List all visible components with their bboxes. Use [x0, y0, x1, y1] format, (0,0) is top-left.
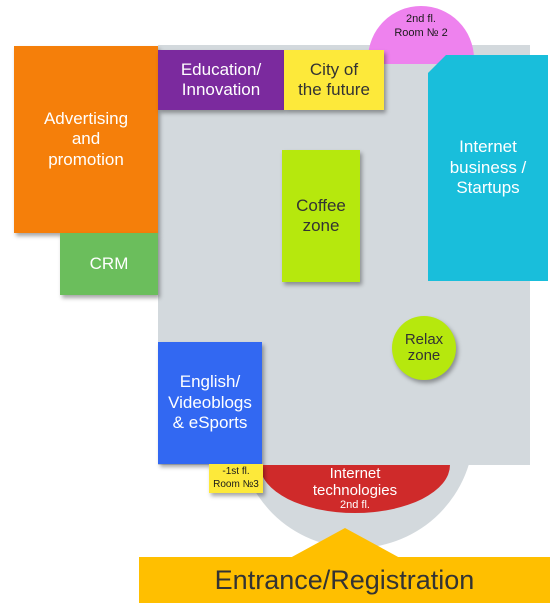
zone-label-line: Innovation: [181, 80, 261, 99]
zone-label-line: and: [71, 129, 101, 149]
zone-city-of-the-future[interactable]: City of the future: [284, 50, 384, 110]
zone-label-line: Videoblogs: [168, 392, 252, 412]
zone-label-line: Internet: [329, 465, 381, 482]
zone-label-line: & eSports: [172, 413, 248, 433]
room-2-number-label: Room № 2: [394, 26, 448, 39]
zone-label-line: the future: [298, 80, 370, 99]
room-3-basement[interactable]: -1st fl. Room №3: [209, 464, 263, 493]
zone-label-line: Education/: [180, 59, 262, 79]
entrance-label: Entrance/Registration: [214, 564, 475, 595]
zone-label-line: Coffee: [296, 195, 346, 215]
room-3-floor-label: -1st fl.: [222, 466, 250, 477]
zone-label-line: Internet: [459, 137, 517, 157]
zone-label-line: promotion: [48, 149, 124, 169]
room-3-number-label: Room №3: [213, 478, 259, 490]
entrance-arrow-icon: [290, 528, 400, 558]
zone-education-innovation[interactable]: Education/ Innovation: [158, 50, 284, 110]
zone-label: CRM: [89, 253, 129, 273]
zone-internet-business-startups[interactable]: Internet business / Startups: [428, 55, 548, 281]
zone-label-line: business /: [449, 157, 527, 177]
zone-label-line: City of: [309, 59, 359, 79]
zone-relax[interactable]: Relax zone: [392, 316, 456, 380]
zone-label-line: English/: [179, 372, 241, 392]
zone-label-line: zone: [407, 347, 441, 364]
zone-coffee[interactable]: Coffee zone: [282, 150, 360, 282]
entrance-registration[interactable]: Entrance/Registration: [139, 557, 550, 603]
zone-label-line: Relax: [404, 330, 444, 348]
room-2-floor-label: 2nd fl.: [406, 13, 436, 25]
zone-label-line: Advertising: [43, 108, 129, 128]
zone-floor-label: 2nd fl.: [340, 499, 370, 511]
zone-label-line: technologies: [312, 481, 398, 499]
zone-english-videoblogs-esports[interactable]: English/ Videoblogs & eSports: [158, 342, 262, 464]
zone-label-line: Startups: [456, 178, 520, 198]
zone-advertising-promotion[interactable]: Advertising and promotion: [14, 46, 158, 233]
zone-label-line: zone: [302, 216, 340, 235]
zone-crm[interactable]: CRM: [60, 233, 158, 295]
